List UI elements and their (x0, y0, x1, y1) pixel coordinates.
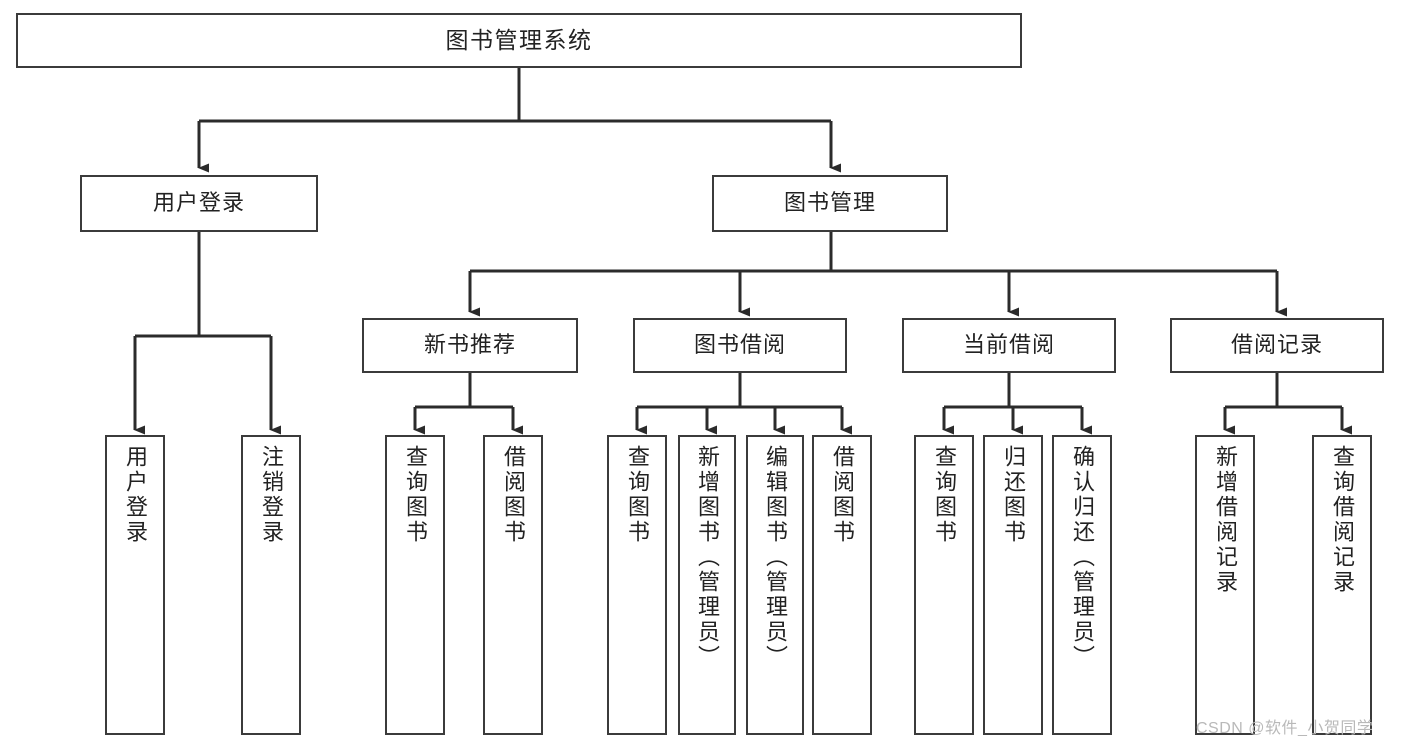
node-label: 查询图书 (932, 445, 957, 545)
node-label: 借阅图书 (501, 445, 526, 545)
node-label: 用户登录 (152, 190, 245, 216)
leaf-user-logout[interactable]: 注销登录 (241, 435, 301, 735)
leaf-query-book-recommend[interactable]: 查询图书 (385, 435, 445, 735)
node-label: 当前借阅 (962, 332, 1055, 358)
leaf-query-book-borrow[interactable]: 查询图书 (607, 435, 667, 735)
node-label: 借阅记录 (1230, 332, 1323, 358)
node-label: 注销登录 (259, 445, 284, 545)
leaf-confirm-return[interactable]: 确认归还（管理员） (1052, 435, 1112, 735)
node-label: 查询借阅记录 (1330, 445, 1355, 595)
watermark-text: CSDN @软件_小贺同学 (1196, 720, 1374, 737)
node-label: 图书管理系统 (445, 26, 593, 53)
node-book-borrow[interactable]: 图书借阅 (633, 318, 847, 373)
node-label: 新书推荐 (423, 332, 516, 358)
node-label: 归还图书 (1001, 445, 1026, 545)
node-label: 编辑图书（管理员） (763, 445, 788, 670)
node-label: 确认归还（管理员） (1070, 445, 1095, 670)
node-label: 新增图书（管理员） (695, 445, 720, 670)
node-root-system[interactable]: 图书管理系统 (16, 13, 1022, 68)
node-label: 查询图书 (403, 445, 428, 545)
leaf-borrow-book[interactable]: 借阅图书 (812, 435, 872, 735)
node-label: 用户登录 (123, 445, 148, 545)
node-label: 新增借阅记录 (1213, 445, 1238, 595)
node-new-book-recommend[interactable]: 新书推荐 (362, 318, 578, 373)
node-user-login[interactable]: 用户登录 (80, 175, 318, 232)
leaf-user-login[interactable]: 用户登录 (105, 435, 165, 735)
node-book-manage[interactable]: 图书管理 (712, 175, 948, 232)
node-borrow-record[interactable]: 借阅记录 (1170, 318, 1384, 373)
node-label: 查询图书 (625, 445, 650, 545)
node-label: 借阅图书 (830, 445, 855, 545)
leaf-query-book-current[interactable]: 查询图书 (914, 435, 974, 735)
leaf-add-borrow-record[interactable]: 新增借阅记录 (1195, 435, 1255, 735)
leaf-borrow-book-recommend[interactable]: 借阅图书 (483, 435, 543, 735)
leaf-add-book[interactable]: 新增图书（管理员） (678, 435, 736, 735)
node-label: 图书管理 (783, 190, 876, 216)
node-current-borrow[interactable]: 当前借阅 (902, 318, 1116, 373)
node-label: 图书借阅 (693, 332, 786, 358)
leaf-query-borrow-record[interactable]: 查询借阅记录 (1312, 435, 1372, 735)
leaf-return-book[interactable]: 归还图书 (983, 435, 1043, 735)
leaf-edit-book[interactable]: 编辑图书（管理员） (746, 435, 804, 735)
